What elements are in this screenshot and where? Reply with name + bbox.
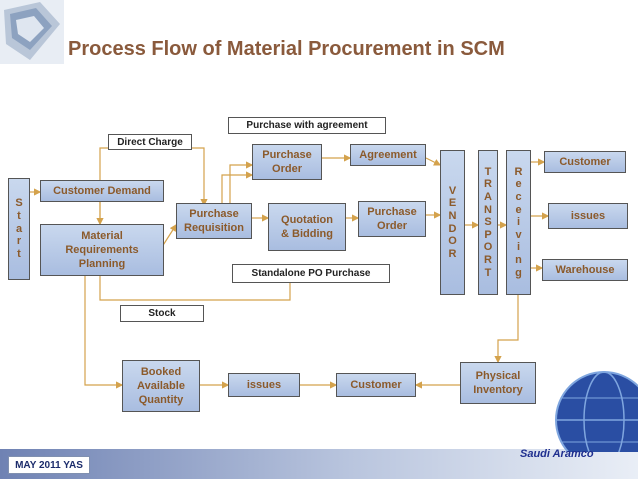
purchase-order-top-box: Purchase Order <box>252 144 322 180</box>
standalone-po-purchase-label: Standalone PO Purchase <box>232 264 390 283</box>
issues-bottom-box: issues <box>228 373 300 397</box>
footer-date-label: MAY 2011 YAS <box>8 456 90 474</box>
purchase-requisition-box: Purchase Requisition <box>176 203 252 239</box>
customer-bottom-box: Customer <box>336 373 416 397</box>
stock-label: Stock <box>120 305 204 322</box>
quotation-bidding-box: Quotation & Bidding <box>268 203 346 251</box>
globe-icon <box>555 371 638 452</box>
direct-charge-label: Direct Charge <box>108 134 192 150</box>
customer-demand-box: Customer Demand <box>40 180 164 202</box>
physical-inventory-box: Physical Inventory <box>460 362 536 404</box>
issues-right-box: issues <box>548 203 628 229</box>
brand-logo-text: Saudi Aramco <box>520 448 594 460</box>
footer-band <box>0 449 638 479</box>
booked-available-quantity-box: Booked Available Quantity <box>122 360 200 412</box>
customer-right-box: Customer <box>544 151 626 173</box>
warehouse-box: Warehouse <box>542 259 628 281</box>
page-title: Process Flow of Material Procurement in … <box>68 38 505 60</box>
purchase-order-mid-box: Purchase Order <box>358 201 426 237</box>
globe-logo-icon <box>0 0 64 64</box>
material-requirements-planning-box: Material Requirements Planning <box>40 224 164 276</box>
agreement-box: Agreement <box>350 144 426 166</box>
purchase-with-agreement-label: Purchase with agreement <box>228 117 386 134</box>
